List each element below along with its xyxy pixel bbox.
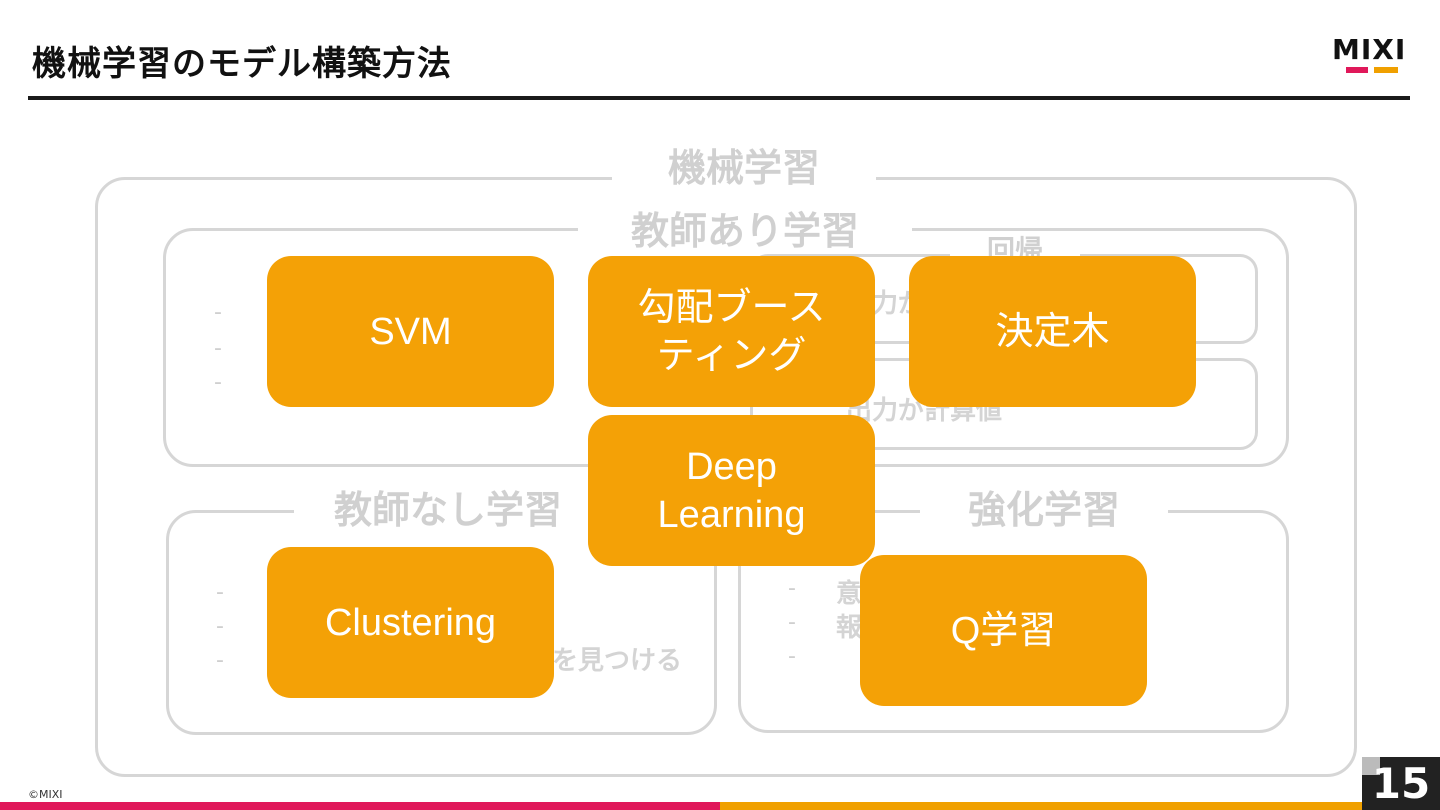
unsupervised-label: 教師なし学習 — [294, 489, 602, 531]
machine-learning-label: 機械学習 — [612, 146, 876, 190]
footer-pink-bar — [0, 802, 720, 810]
clustering-card: Clustering — [267, 547, 554, 698]
dash-1: - — [214, 300, 222, 325]
svm-card: SVM — [267, 256, 554, 407]
page-number: 15 — [1371, 759, 1431, 808]
gradient-boosting-card: 勾配ブース ティング — [588, 256, 875, 407]
dash-4: - — [216, 580, 224, 605]
deep-learning-card: Deep Learning — [588, 415, 875, 566]
logo-text: MIXI — [1332, 33, 1407, 66]
slide-title: 機械学習のモデル構築方法 — [32, 44, 452, 84]
page-corner-accent — [1362, 757, 1380, 775]
reinforcement-label: 強化学習 — [920, 489, 1168, 531]
dash-2: - — [214, 336, 222, 361]
deep-learning-label: Deep Learning — [657, 445, 806, 536]
clustering-label: Clustering — [324, 601, 497, 644]
q-learning-label: Q学習 — [950, 609, 1057, 652]
copyright: ©MIXI — [28, 788, 63, 801]
logo-orange-bar — [1374, 67, 1398, 73]
dash-8: - — [788, 610, 796, 635]
title-divider — [28, 96, 1410, 100]
footer-orange-bar — [720, 802, 1440, 810]
unsupervised-text: を見つける — [552, 646, 683, 676]
dash-7: - — [788, 576, 796, 601]
q-learning-card: Q学習 — [860, 555, 1147, 706]
gradient-boosting-label: 勾配ブース ティング — [637, 286, 826, 377]
dash-6: - — [216, 648, 224, 673]
dash-9: - — [788, 644, 796, 669]
logo-pink-bar — [1346, 67, 1368, 73]
reinforcement-text-1: 意 — [836, 579, 863, 609]
decision-tree-card: 決定木 — [909, 256, 1196, 407]
supervised-label: 教師あり学習 — [578, 210, 912, 252]
reinforcement-text-2: 報 — [836, 613, 863, 643]
svm-label: SVM — [369, 310, 452, 353]
dash-5: - — [216, 614, 224, 639]
dash-3: - — [214, 370, 222, 395]
decision-tree-label: 決定木 — [995, 310, 1110, 353]
mixi-logo: MIXI — [1332, 36, 1412, 76]
